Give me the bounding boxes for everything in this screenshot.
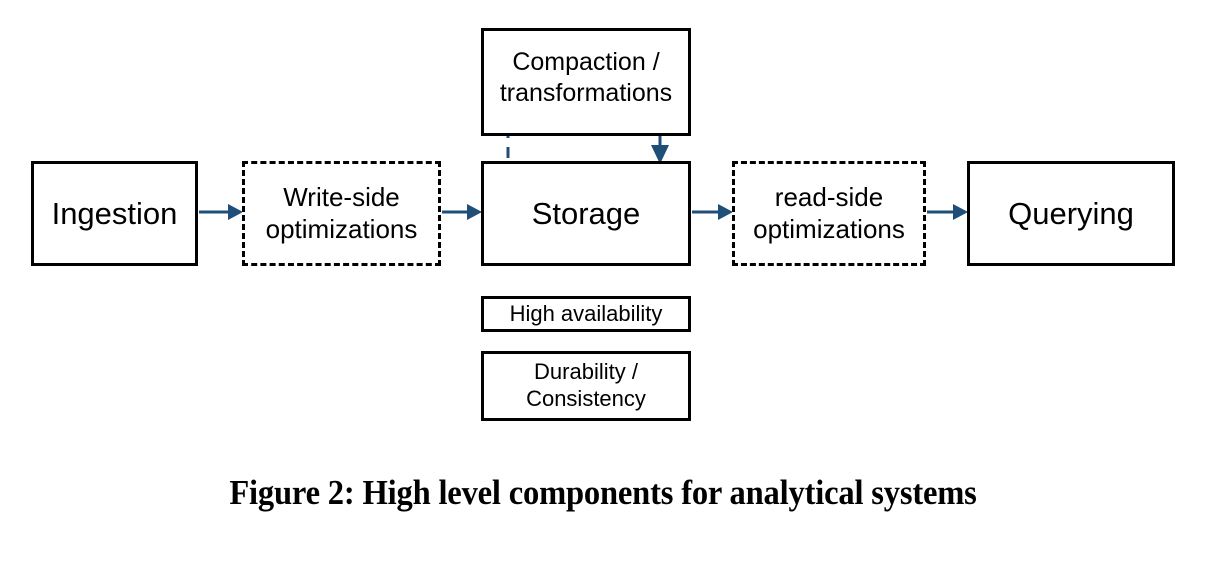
node-high-availability-label: High availability	[509, 300, 663, 326]
node-read-side-label: read-side optimizations	[753, 181, 905, 244]
flow-arrow-ingestion-to-write-side	[199, 204, 243, 220]
node-storage-label: Storage	[531, 195, 641, 231]
node-ingestion[interactable]: Ingestion	[31, 161, 198, 266]
figure-caption: Figure 2: High level components for anal…	[229, 473, 977, 512]
node-durability-label: Durability / Consistency	[526, 359, 646, 411]
node-storage[interactable]: Storage	[481, 161, 691, 266]
flow-arrow-storage-to-read-side	[692, 204, 733, 220]
node-read-side-optimizations[interactable]: read-side optimizations	[732, 161, 926, 266]
node-durability-consistency[interactable]: Durability / Consistency	[481, 351, 691, 421]
node-querying-label: Querying	[1008, 195, 1134, 231]
node-compaction-label: Compaction / transformations	[499, 48, 673, 107]
node-high-availability[interactable]: High availability	[481, 296, 691, 332]
flow-arrow-read-side-to-querying	[927, 204, 968, 220]
node-querying[interactable]: Querying	[967, 161, 1175, 266]
node-compaction-transformations[interactable]: Compaction / transformations	[481, 28, 691, 136]
node-write-side-label: Write-side optimizations	[265, 181, 418, 244]
flow-arrow-write-side-to-storage	[442, 204, 482, 220]
node-ingestion-label: Ingestion	[51, 195, 178, 231]
node-write-side-optimizations[interactable]: Write-side optimizations	[242, 161, 441, 266]
